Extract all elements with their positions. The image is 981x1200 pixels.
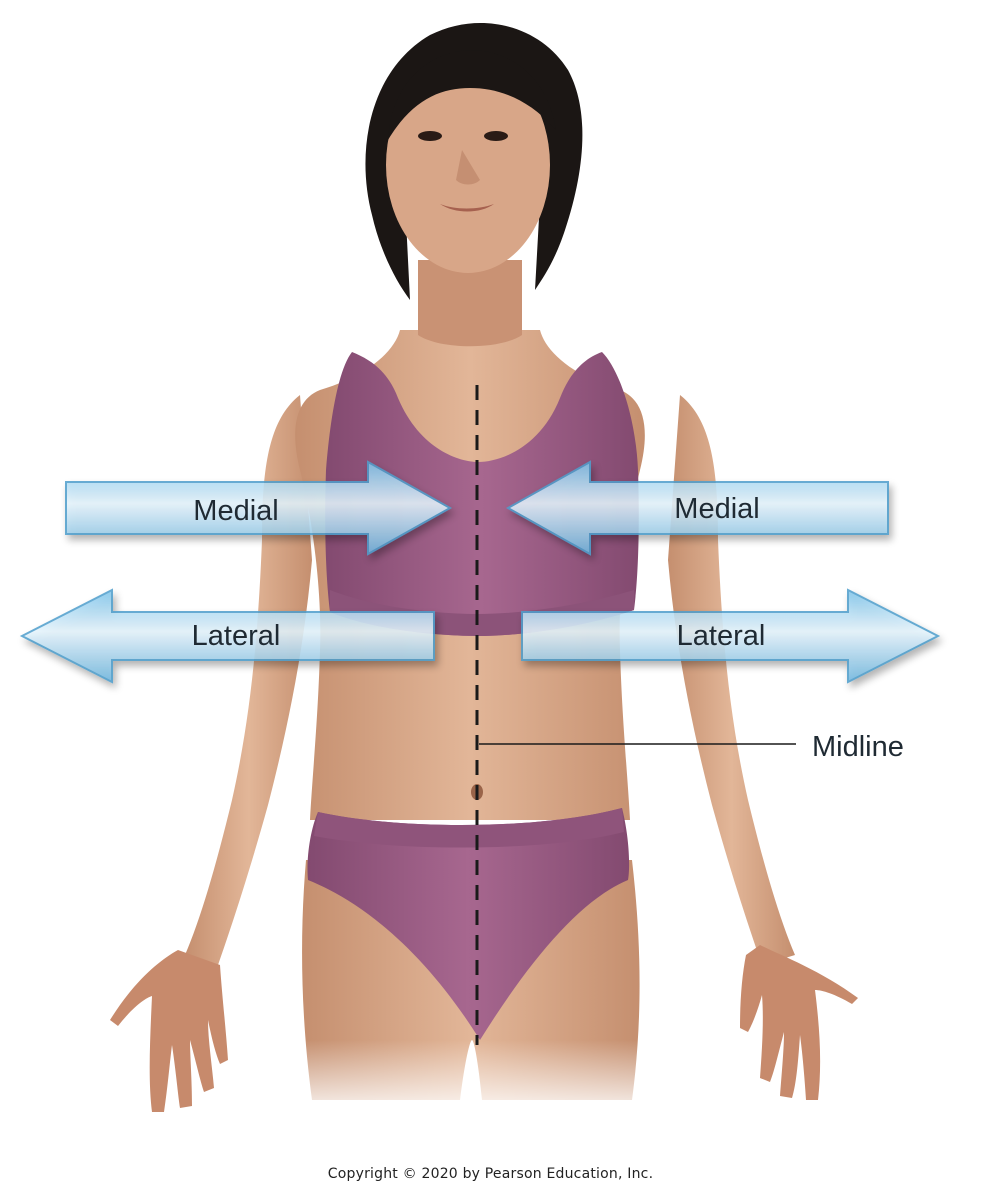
- right-hand: [740, 945, 858, 1100]
- midline-label: Midline: [812, 731, 904, 763]
- right-arm: [668, 395, 795, 965]
- copyright-notice: Copyright © 2020 by Pearson Education, I…: [327, 1166, 654, 1182]
- midline-group: Midline: [475, 385, 904, 1045]
- left-arm: [185, 395, 312, 965]
- medial-left-label: Medial: [193, 495, 278, 527]
- left-eye: [418, 131, 442, 141]
- briefs-waistband: [314, 808, 624, 848]
- direction-arrows: [19, 460, 941, 684]
- lateral-right-label: Lateral: [677, 620, 766, 652]
- neck: [418, 260, 522, 347]
- left-hand: [110, 950, 228, 1112]
- human-figure: [110, 22, 858, 1120]
- mouth: [440, 204, 494, 212]
- sports-top: [325, 352, 639, 636]
- head: [365, 22, 583, 300]
- medial-left-arrow: [65, 460, 453, 556]
- leg-fade: [290, 1040, 650, 1120]
- lateral-left-arrow: [19, 588, 435, 684]
- briefs: [307, 808, 630, 1040]
- right-eye: [484, 131, 508, 141]
- bangs: [388, 50, 556, 140]
- medial-right-label: Medial: [674, 493, 759, 525]
- lateral-left-label: Lateral: [192, 620, 281, 652]
- lateral-right-arrow: [521, 588, 941, 684]
- nose: [456, 150, 480, 185]
- medial-right-arrow: [505, 460, 889, 556]
